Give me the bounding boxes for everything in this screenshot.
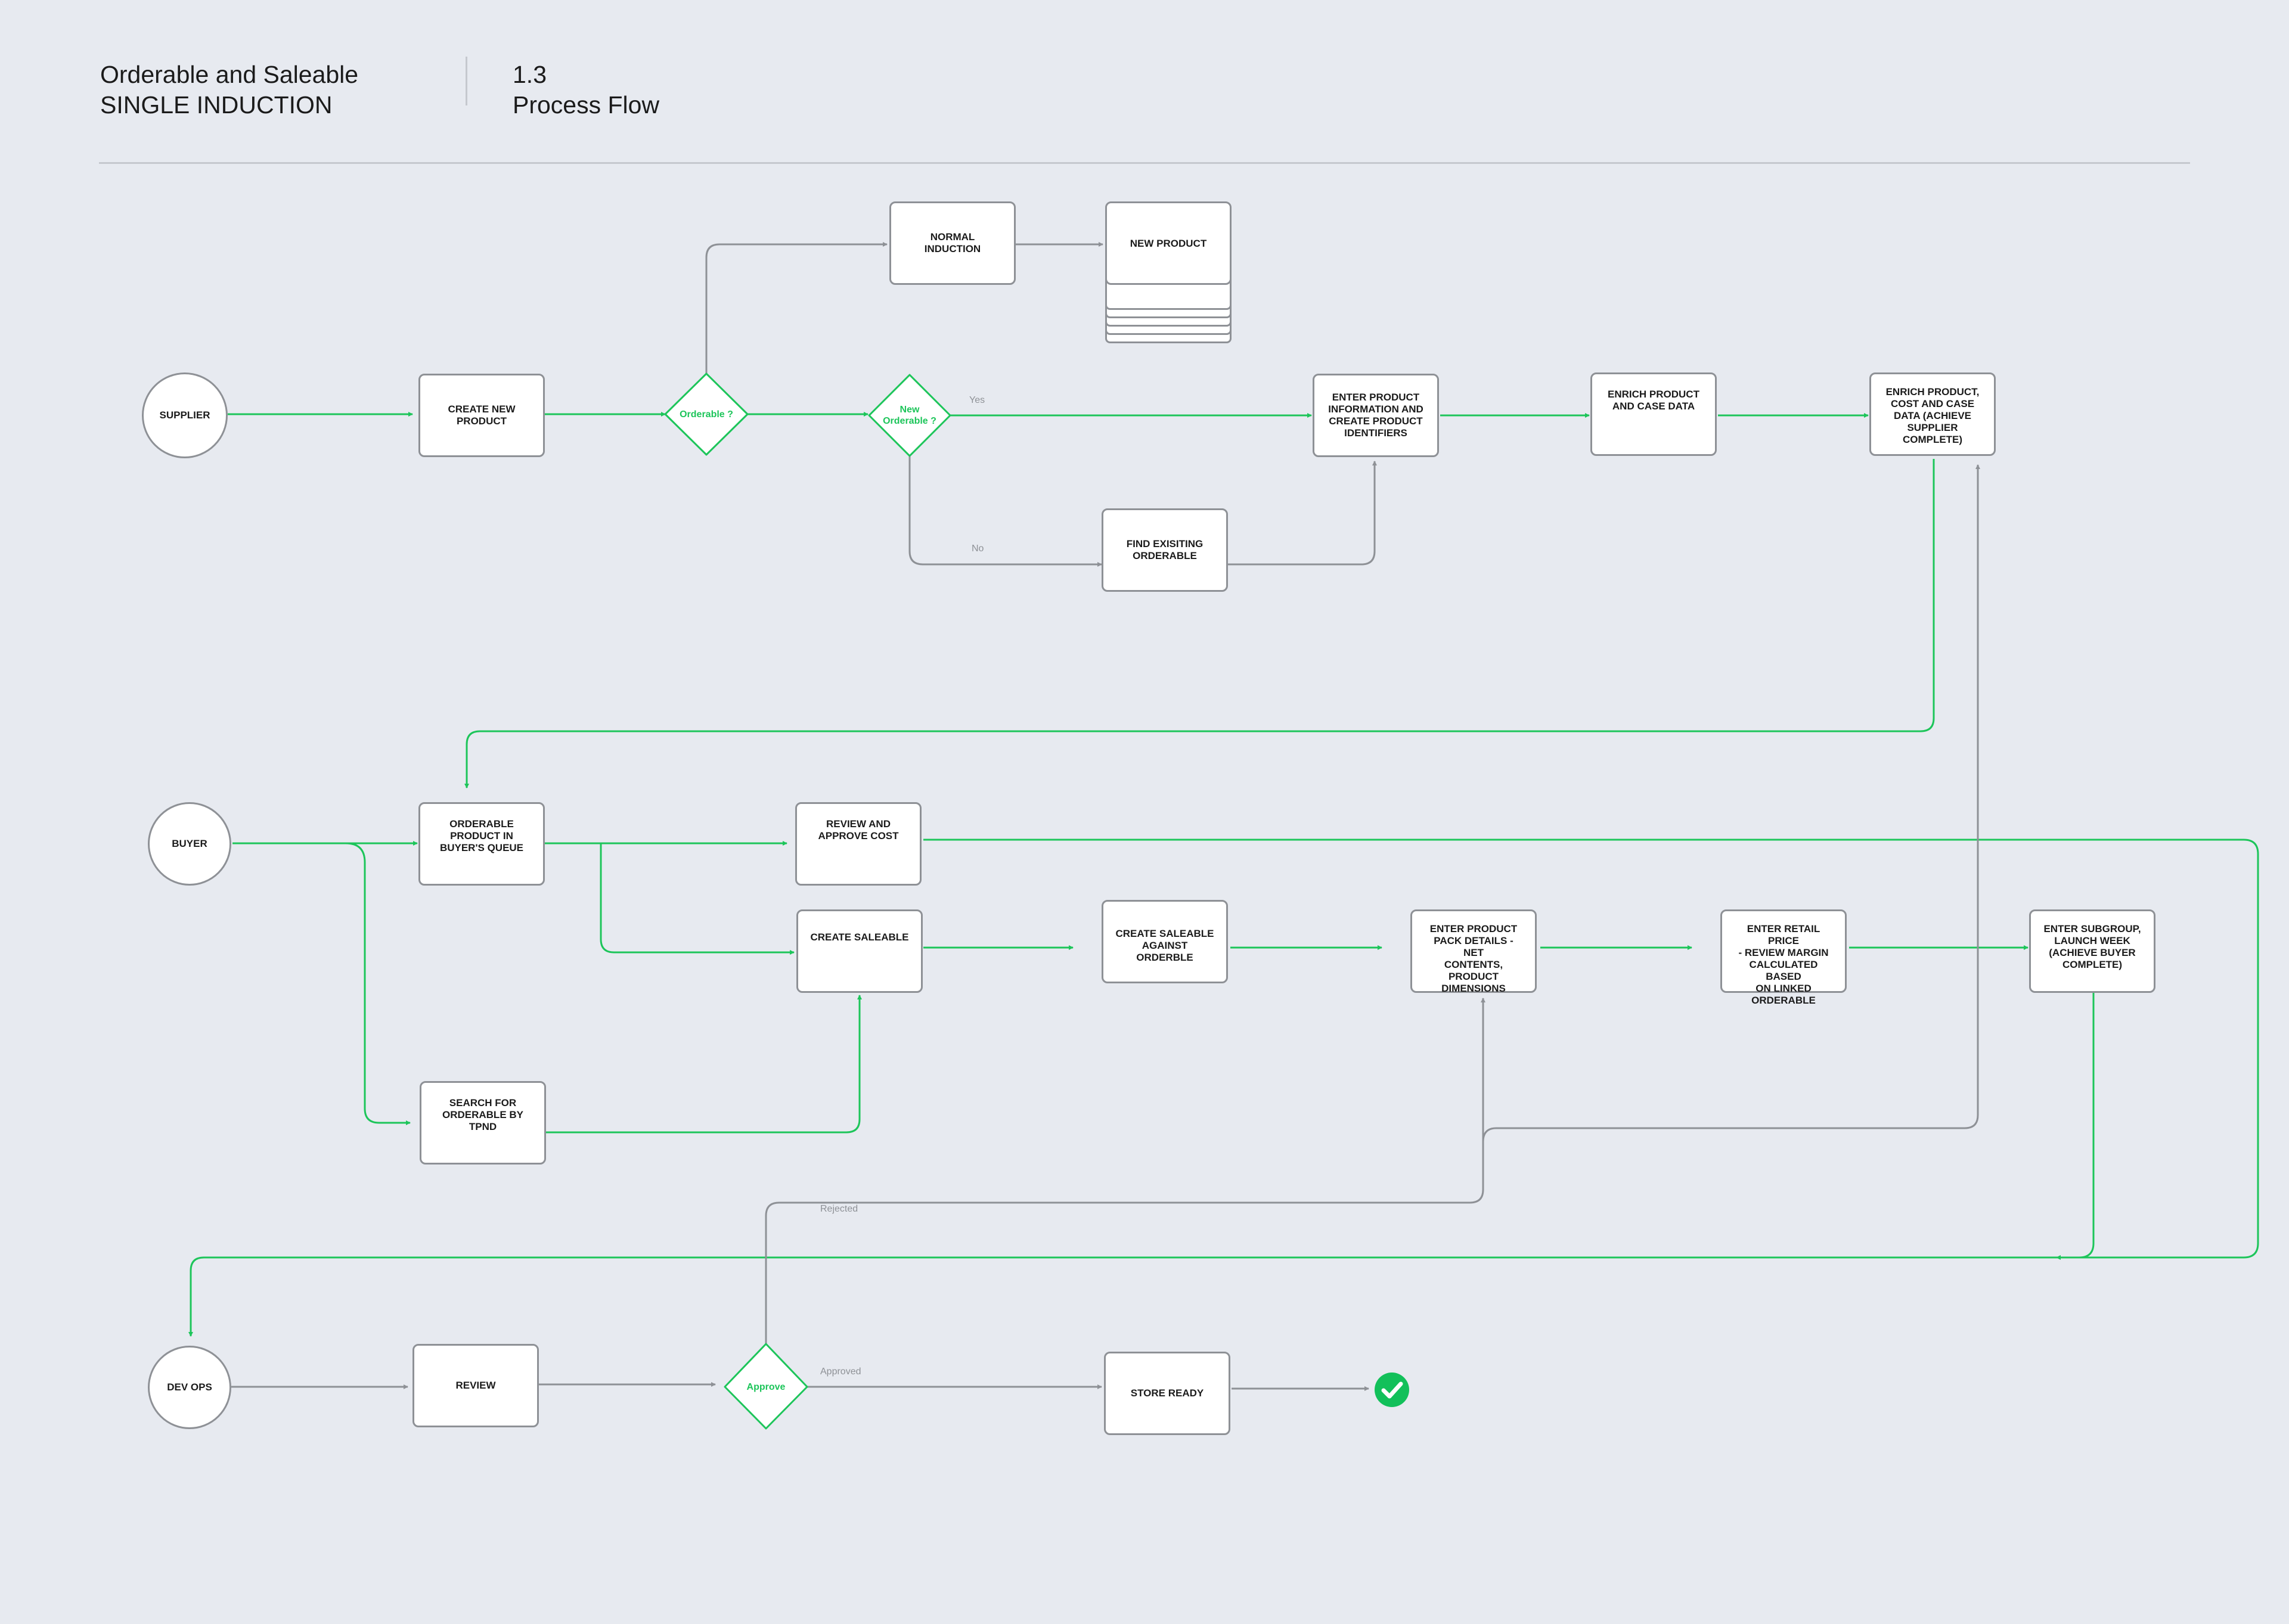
section-title: Process Flow bbox=[513, 91, 660, 119]
enter-retail-price-node[interactable]: ENTER RETAIL PRICE - REVIEW MARGIN CALCU… bbox=[1720, 909, 1847, 1006]
review-node[interactable]: REVIEW bbox=[412, 1344, 539, 1427]
review-approve-cost-node[interactable]: REVIEW AND APPROVE COST bbox=[795, 802, 922, 886]
enrich-product-cost-case-node[interactable]: ENRICH PRODUCT, COST AND CASE DATA (ACHI… bbox=[1869, 372, 1996, 456]
edge-label-yes: Yes bbox=[969, 395, 985, 405]
edge-find-to-enterinfo bbox=[1228, 461, 1377, 566]
edge-no-to-find bbox=[908, 456, 1102, 567]
document-title-line-2: SINGLE INDUCTION bbox=[100, 91, 333, 119]
enrich-product-case-node[interactable]: ENRICH PRODUCT AND CASE DATA bbox=[1590, 372, 1717, 456]
new-orderable-decision-label[interactable]: New Orderable ? bbox=[883, 405, 936, 426]
check-circle-icon bbox=[1375, 1373, 1409, 1407]
edge-label-approved: Approved bbox=[820, 1367, 861, 1377]
approve-decision-label[interactable]: Approve bbox=[746, 1381, 786, 1392]
lane-dev-ops: DEV OPS bbox=[148, 1346, 231, 1429]
lane-buyer: BUYER bbox=[148, 802, 231, 886]
normal-induction-node[interactable]: NORMAL INDUCTION bbox=[889, 201, 1016, 285]
enter-subgroup-node[interactable]: ENTER SUBGROUP, LAUNCH WEEK (ACHIEVE BUY… bbox=[2029, 909, 2155, 993]
edge-label-rejected: Rejected bbox=[820, 1204, 858, 1214]
create-saleable-against-orderble-node[interactable]: CREATE SALEABLE AGAINST ORDERBLE bbox=[1102, 900, 1228, 983]
new-orderable-decision-shape bbox=[868, 374, 951, 457]
edge-rejected-to-pack bbox=[765, 998, 1485, 1344]
new-product-node[interactable]: NEW PRODUCT bbox=[1105, 201, 1232, 285]
enter-pack-details-node[interactable]: ENTER PRODUCT PACK DETAILS - NET CONTENT… bbox=[1410, 909, 1537, 994]
approve-decision-shape bbox=[724, 1343, 808, 1430]
edge-buyer-to-search bbox=[345, 842, 411, 1125]
search-orderable-tpnd-node[interactable]: SEARCH FOR ORDERABLE BY TPND bbox=[420, 1081, 546, 1165]
edge-queue-to-createsaleable bbox=[600, 843, 795, 955]
edge-orderable-to-normal bbox=[705, 242, 888, 374]
create-saleable-node[interactable]: CREATE SALEABLE bbox=[796, 909, 923, 993]
enter-product-info-node[interactable]: ENTER PRODUCT INFORMATION AND CREATE PRO… bbox=[1313, 374, 1439, 457]
edge-search-to-createsaleable bbox=[544, 995, 862, 1134]
store-ready-node[interactable]: STORE READY bbox=[1104, 1352, 1230, 1435]
find-existing-orderable-node[interactable]: FIND EXISITING ORDERABLE bbox=[1102, 508, 1228, 592]
orderable-decision-label[interactable]: Orderable ? bbox=[680, 409, 733, 420]
header-rule bbox=[99, 162, 2190, 164]
orderable-in-queue-node[interactable]: ORDERABLE PRODUCT IN BUYER'S QUEUE bbox=[418, 802, 545, 886]
edge-bus-to-devops bbox=[188, 1256, 2057, 1337]
edge-rejected-to-enrichcost bbox=[1482, 464, 1980, 1144]
lane-supplier: SUPPLIER bbox=[142, 372, 228, 458]
orderable-decision-shape bbox=[664, 372, 749, 456]
edge-subgroup-to-bus bbox=[2079, 985, 2095, 1259]
create-new-product-node[interactable]: CREATE NEW PRODUCT bbox=[418, 374, 545, 457]
edge-label-no: No bbox=[972, 544, 984, 554]
edge-review-to-devops-bus bbox=[923, 839, 2259, 1260]
section-number: 1.3 bbox=[513, 61, 547, 88]
edge-enrichcost-to-buyerqueue bbox=[464, 459, 1935, 788]
document-title-line-1: Orderable and Saleable bbox=[100, 61, 359, 88]
header-divider bbox=[466, 57, 467, 105]
